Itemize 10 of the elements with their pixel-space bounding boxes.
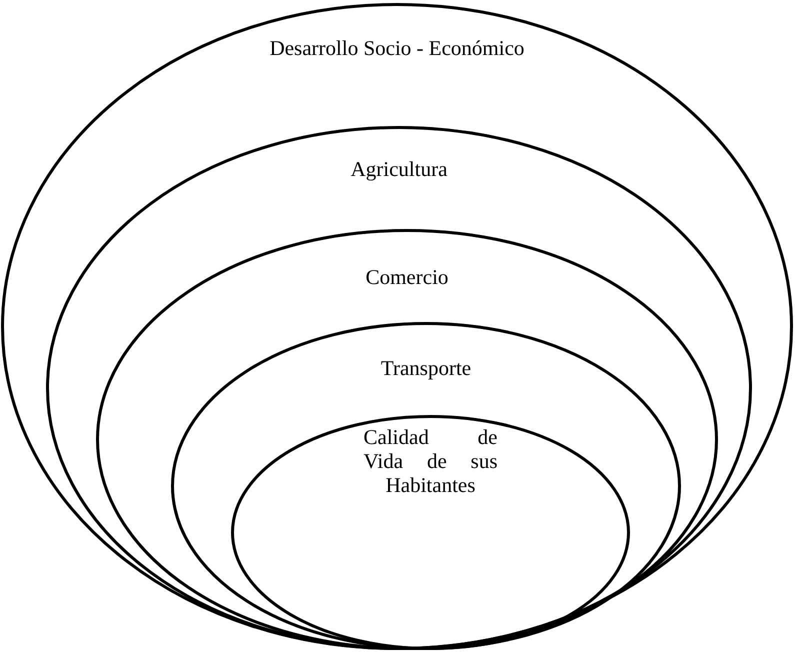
ellipse-label: Comercio <box>364 265 450 290</box>
nested-ellipse <box>171 322 681 650</box>
ellipse-label: Agricultura <box>350 157 448 182</box>
nested-ellipse <box>1 3 793 650</box>
ellipse-label: Transporte <box>380 356 472 381</box>
ellipse-label: Calidad de Vida de sus Habitantes <box>364 425 498 497</box>
nested-ellipse <box>96 229 718 650</box>
nested-ellipse <box>231 415 630 650</box>
ellipse-label: Desarrollo Socio - Económico <box>268 36 526 61</box>
nested-ellipse <box>46 126 752 650</box>
